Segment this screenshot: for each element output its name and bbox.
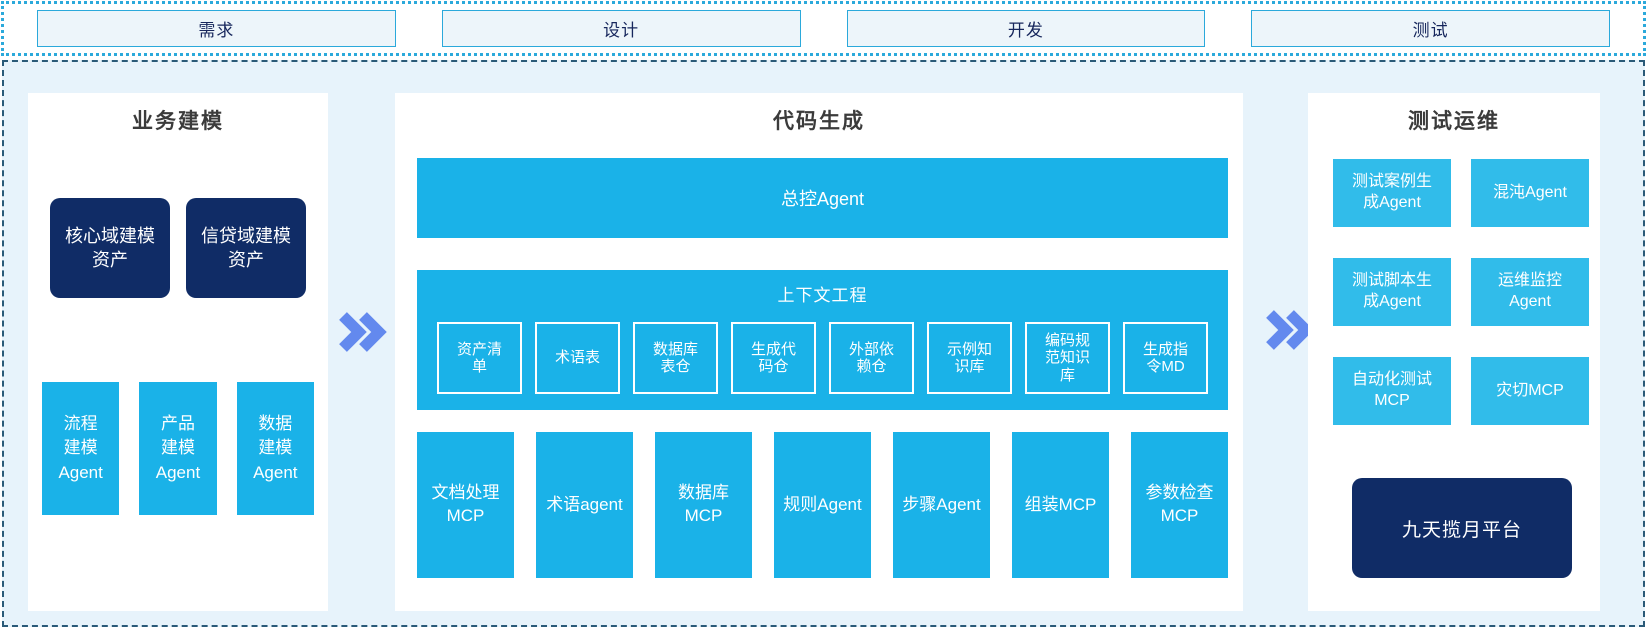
phase-testing: 测试 xyxy=(1251,10,1610,47)
asset-list-box: 资产清 单 xyxy=(437,322,522,394)
test-script-gen-agent-box: 测试脚本生 成Agent xyxy=(1333,258,1451,326)
tool-row: 文档处理 MCP 术语agent 数据库 MCP 规则Agent 步骤Agent… xyxy=(417,432,1228,578)
generated-code-repo-box: 生成代 码仓 xyxy=(731,322,816,394)
external-deps-repo-box: 外部依 赖仓 xyxy=(829,322,914,394)
disaster-switch-mcp-box: 灾切MCP xyxy=(1471,357,1589,425)
modeling-asset-row: 核心域建模 资产 信贷域建模 资产 xyxy=(50,198,306,298)
phase-label: 开发 xyxy=(1007,21,1044,40)
chevron-double-right-icon xyxy=(1266,310,1314,350)
modeling-agent-row: 流程 建模 Agent 产品 建模 Agent 数据 建模 Agent xyxy=(42,382,314,515)
chevron-double-right-icon xyxy=(339,312,387,352)
database-mcp-box: 数据库 MCP xyxy=(655,432,752,578)
chaos-agent-box: 混沌Agent xyxy=(1471,159,1589,227)
context-item-row: 资产清 单 术语表 数据库 表仓 生成代 码仓 外部依 赖仓 示例知 识库 编码… xyxy=(417,322,1228,394)
core-domain-asset-box: 核心域建模 资产 xyxy=(50,198,170,298)
phase-development: 开发 xyxy=(846,10,1206,47)
phase-requirements: 需求 xyxy=(37,10,396,47)
context-engineering-title: 上下文工程 xyxy=(777,286,868,305)
process-modeling-agent-box: 流程 建模 Agent xyxy=(42,382,120,515)
generation-instruction-md-box: 生成指 令MD xyxy=(1123,322,1208,394)
product-modeling-agent-box: 产品 建模 Agent xyxy=(139,382,217,515)
coding-standard-knowledge-box: 编码规 范知识 库 xyxy=(1025,322,1110,394)
data-modeling-agent-box: 数据 建模 Agent xyxy=(236,382,314,515)
panel-title: 业务建模 xyxy=(132,110,224,133)
master-agent-bar: 总控Agent xyxy=(417,158,1228,238)
jiutian-lanyue-platform-box: 九天揽月平台 xyxy=(1352,478,1572,578)
credit-domain-asset-box: 信贷域建模 资产 xyxy=(186,198,306,298)
ops-monitor-agent-box: 运维监控 Agent xyxy=(1471,258,1589,326)
example-knowledge-box: 示例知 识库 xyxy=(927,322,1012,394)
phase-strip: 需求 设计 开发 测试 xyxy=(1,1,1646,56)
assembly-mcp-box: 组装MCP xyxy=(1012,432,1109,578)
main-container: 业务建模 核心域建模 资产 信贷域建模 资产 流程 建模 Agent 产品 建模… xyxy=(2,60,1645,627)
panel-business-modeling: 业务建模 核心域建模 资产 信贷域建模 资产 流程 建模 Agent 产品 建模… xyxy=(28,93,328,611)
panel-title: 代码生成 xyxy=(773,110,865,133)
doc-processing-mcp-box: 文档处理 MCP xyxy=(417,432,514,578)
glossary-box: 术语表 xyxy=(535,322,620,394)
panel-code-generation: 代码生成 总控Agent 上下文工程 资产清 单 术语表 数据库 表仓 生成代 … xyxy=(395,93,1243,611)
phase-label: 设计 xyxy=(603,21,640,40)
panel-title: 测试运维 xyxy=(1408,110,1500,133)
param-check-mcp-box: 参数检查 MCP xyxy=(1131,432,1228,578)
phase-label: 需求 xyxy=(198,21,235,40)
rule-agent-box: 规则Agent xyxy=(774,432,871,578)
glossary-agent-box: 术语agent xyxy=(536,432,633,578)
test-case-gen-agent-box: 测试案例生 成Agent xyxy=(1333,159,1451,227)
db-table-repo-box: 数据库 表仓 xyxy=(633,322,718,394)
step-agent-box: 步骤Agent xyxy=(893,432,990,578)
auto-test-mcp-box: 自动化测试 MCP xyxy=(1333,357,1451,425)
phase-design: 设计 xyxy=(441,10,801,47)
test-ops-grid: 测试案例生 成Agent 混沌Agent 测试脚本生 成Agent 运维监控 A… xyxy=(1333,159,1589,425)
phase-label: 测试 xyxy=(1412,21,1449,40)
panel-test-ops: 测试运维 测试案例生 成Agent 混沌Agent 测试脚本生 成Agent 运… xyxy=(1308,93,1600,611)
context-engineering-container: 上下文工程 资产清 单 术语表 数据库 表仓 生成代 码仓 外部依 赖仓 示例知… xyxy=(417,270,1228,410)
